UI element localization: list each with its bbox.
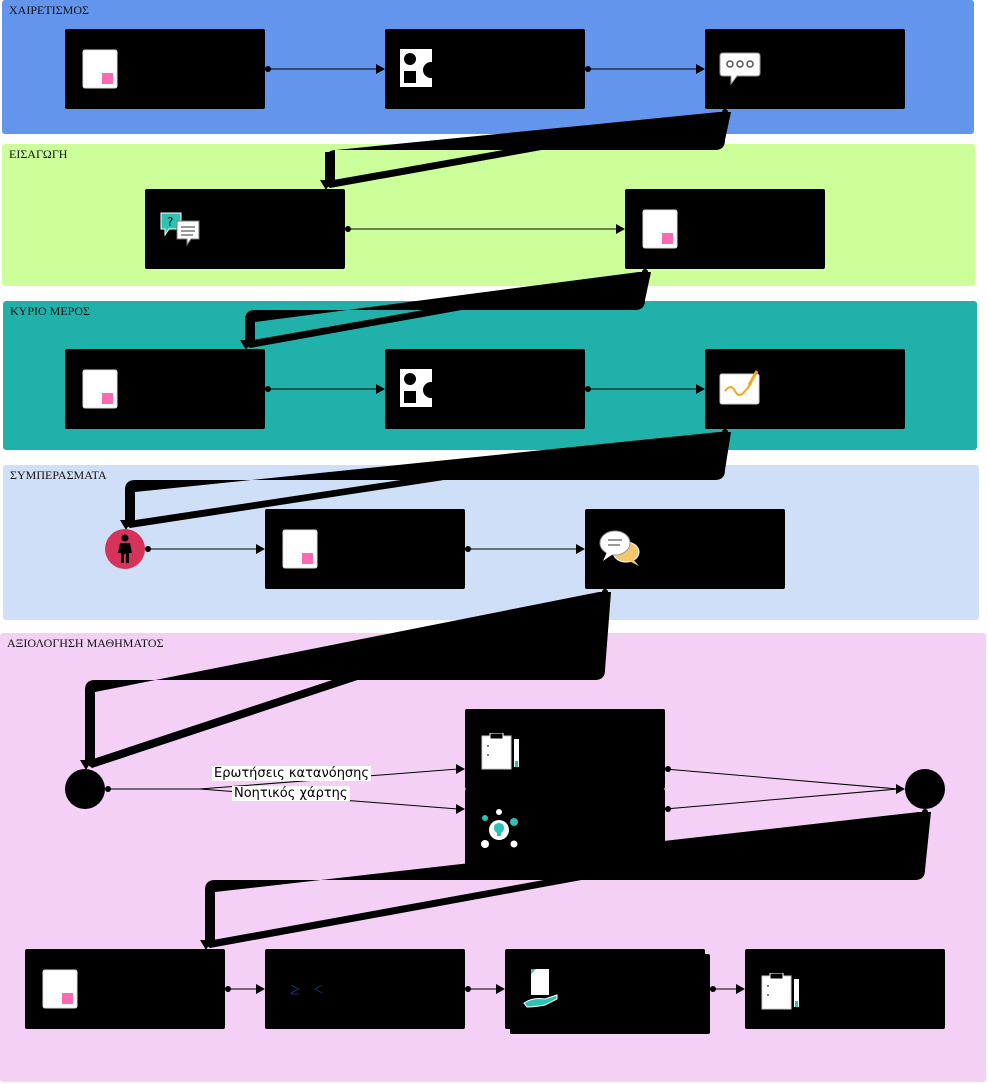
greeting-node-chat[interactable] bbox=[705, 29, 905, 109]
share-document-icon bbox=[523, 969, 558, 1008]
evaluation-node-mind-map[interactable] bbox=[465, 789, 665, 869]
document-icon bbox=[82, 369, 118, 409]
shapes-icon bbox=[400, 369, 439, 407]
lane-title: ΑΞΙΟΛΟΓΗΣΗ ΜΑΘΗΜΑΤΟΣ bbox=[7, 636, 164, 650]
question-chat-icon: ? bbox=[160, 212, 200, 247]
edge-label-concept-map: Νοητικός χάρτης bbox=[232, 786, 350, 801]
intro-node-question-chat[interactable]: ? bbox=[145, 189, 345, 269]
edge-label-comprehension: Ερωτήσεις κατανόησης bbox=[212, 766, 372, 781]
lane-conclusions: ΣΥΜΠΕΡΑΣΜΑΤΑ bbox=[3, 465, 979, 620]
document-icon bbox=[42, 969, 78, 1009]
mind-map-icon bbox=[481, 809, 518, 848]
document-icon bbox=[282, 529, 318, 569]
shapes-icon bbox=[400, 49, 439, 87]
greeting-node-document[interactable] bbox=[65, 29, 265, 109]
chat-bubble-icon bbox=[719, 52, 761, 86]
checklist-icon bbox=[761, 973, 799, 1010]
lane-title: ΧΑΙΡΕΤΙΣΜΟΣ bbox=[9, 3, 89, 17]
main-node-drawing[interactable] bbox=[705, 349, 905, 429]
evaluation-gateway-event[interactable] bbox=[905, 769, 945, 809]
evaluation-node-document[interactable] bbox=[25, 949, 225, 1029]
document-icon bbox=[642, 209, 678, 249]
evaluation-node-share[interactable] bbox=[505, 949, 705, 1029]
intro-node-document[interactable] bbox=[625, 189, 825, 269]
discussion-icon bbox=[599, 530, 640, 566]
conclusions-person-event[interactable] bbox=[105, 529, 145, 569]
conclusions-node-document[interactable] bbox=[265, 509, 465, 589]
evaluation-start-event[interactable] bbox=[65, 769, 105, 809]
checklist-icon bbox=[481, 733, 519, 770]
lane-title: ΣΥΜΠΕΡΑΣΜΑΤΑ bbox=[10, 468, 107, 482]
code-icon bbox=[290, 984, 323, 995]
main-node-document[interactable] bbox=[65, 349, 265, 429]
drawing-icon bbox=[719, 370, 760, 405]
main-node-shapes[interactable] bbox=[385, 349, 585, 429]
evaluation-node-checklist[interactable] bbox=[465, 709, 665, 789]
document-icon bbox=[82, 49, 118, 89]
conclusions-node-discussion[interactable] bbox=[585, 509, 785, 589]
evaluation-node-code[interactable] bbox=[265, 949, 465, 1029]
lane-title: ΚΥΡΙΟ ΜΕΡΟΣ bbox=[10, 304, 90, 318]
person-icon bbox=[118, 534, 132, 563]
lane-title: ΕΙΣΑΓΩΓΗ bbox=[9, 147, 68, 161]
greeting-node-shapes[interactable] bbox=[385, 29, 585, 109]
evaluation-node-checklist-final[interactable] bbox=[745, 949, 945, 1029]
svg-text:?: ? bbox=[167, 215, 173, 229]
